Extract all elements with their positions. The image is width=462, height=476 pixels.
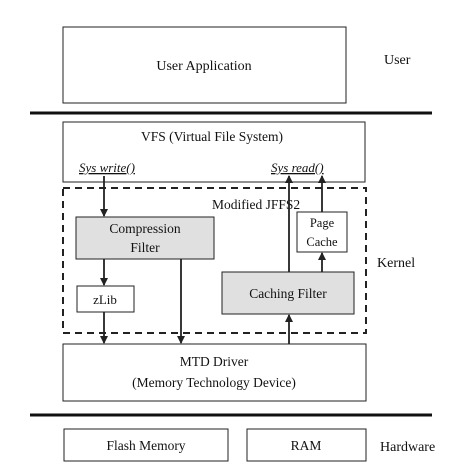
compression-filter-box xyxy=(75,216,215,260)
zlib-label: zLib xyxy=(93,292,117,307)
user-layer-label: User xyxy=(384,53,411,68)
caching-filter-label: Caching Filter xyxy=(249,286,327,301)
flash-memory-label: Flash Memory xyxy=(106,438,185,453)
mtd-driver-label-line1: MTD Driver xyxy=(180,354,249,369)
compression-filter-label-line1: Compression xyxy=(109,221,181,236)
user-application-label: User Application xyxy=(156,59,251,74)
zlib-box xyxy=(76,285,135,313)
mtd-driver-box xyxy=(62,343,367,402)
ram-label: RAM xyxy=(291,438,322,453)
caching-filter-box xyxy=(221,271,355,315)
user-application-box xyxy=(62,26,347,104)
modified-jffs2-label: Modified JFFS2 xyxy=(212,197,300,212)
mtd-driver-label-line2: (Memory Technology Device) xyxy=(132,375,296,390)
vfs-box xyxy=(62,121,366,183)
vfs-label: VFS (Virtual File System) xyxy=(141,129,283,144)
modified-jffs2-region xyxy=(62,187,367,334)
sys-read-label: Sys read() xyxy=(271,160,324,175)
sys-write-label: Sys write() xyxy=(79,160,135,175)
page-cache-label-line2: Cache xyxy=(306,235,338,249)
ram-box xyxy=(246,428,367,462)
page-cache-label-line1: Page xyxy=(310,216,335,230)
flash-memory-box xyxy=(63,428,229,462)
compression-filter-label-line2: Filter xyxy=(130,240,160,255)
hardware-layer-label: Hardware xyxy=(380,440,435,455)
kernel-layer-label: Kernel xyxy=(377,256,415,271)
